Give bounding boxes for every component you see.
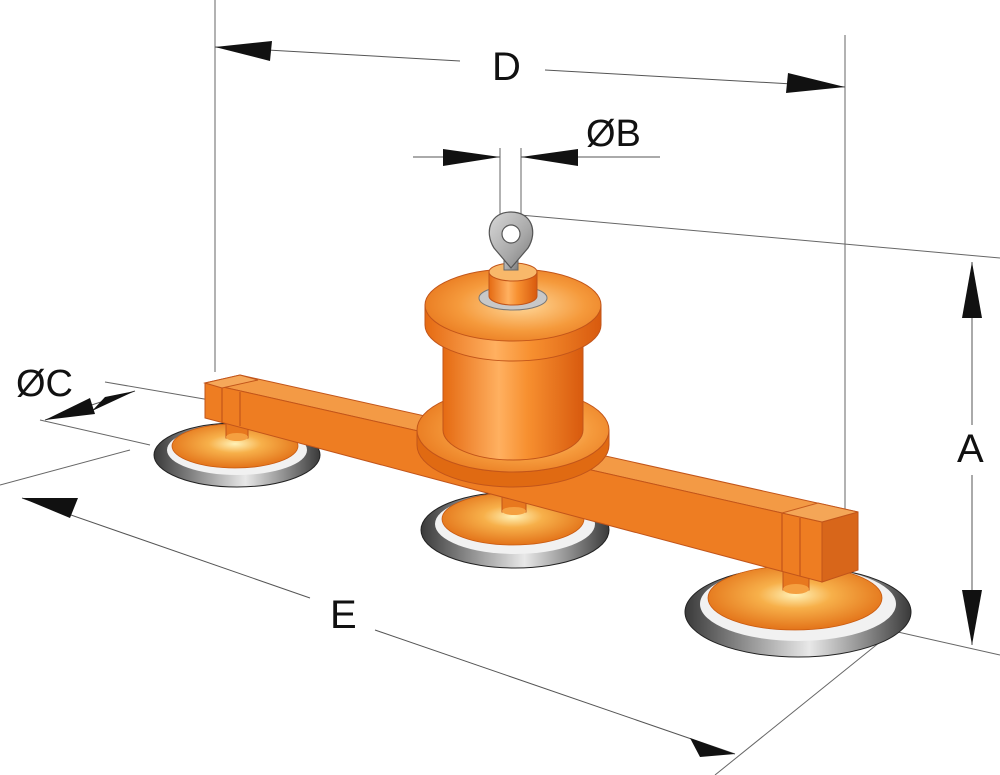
- dimension-a: A: [957, 262, 984, 645]
- suction-pad-right: [684, 559, 912, 658]
- dimension-b-label: ØB: [586, 113, 641, 155]
- dimension-c-label: ØC: [16, 363, 73, 405]
- dimension-c: ØC: [16, 363, 136, 421]
- dimension-d: D: [214, 41, 846, 93]
- dimension-e: E: [21, 497, 736, 757]
- vacuum-body: [416, 262, 610, 488]
- dimension-b: ØB: [413, 113, 660, 166]
- dimension-d-label: D: [492, 45, 521, 89]
- lifting-eye: [488, 211, 534, 271]
- dimension-a-label: A: [957, 427, 984, 471]
- dimension-e-label: E: [330, 593, 357, 637]
